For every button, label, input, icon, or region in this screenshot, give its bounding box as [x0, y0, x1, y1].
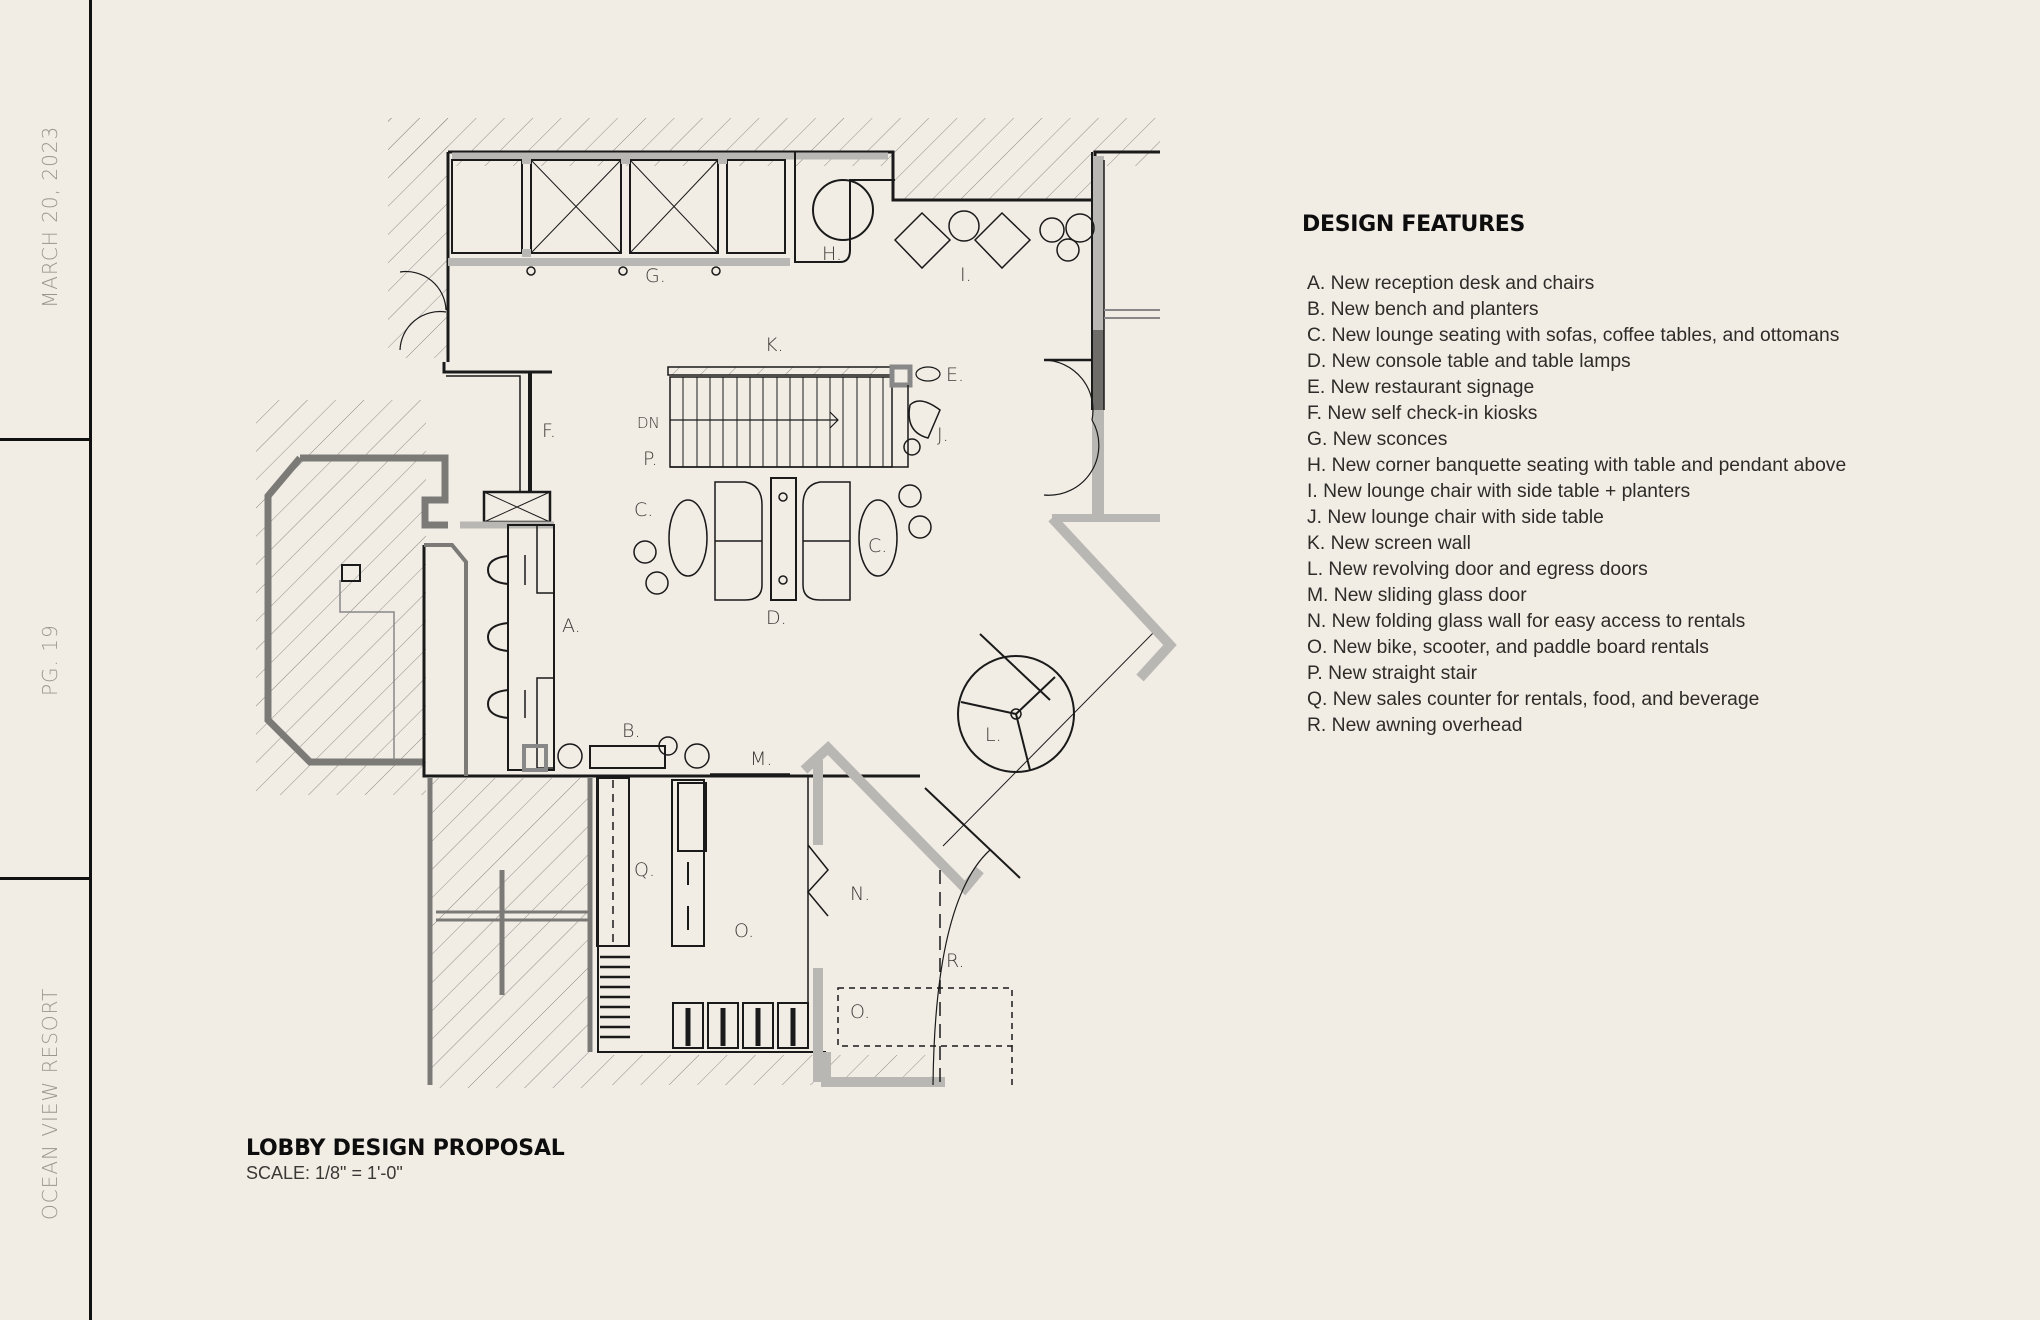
label-B: B. — [622, 720, 640, 742]
drawing-title: LOBBY DESIGN PROPOSAL — [246, 1136, 565, 1161]
label-J: J. — [937, 424, 949, 446]
lounge-furniture — [522, 210, 1095, 772]
feature-item: G. New sconces — [1307, 429, 1448, 450]
feature-item: R. New awning overhead — [1307, 715, 1523, 736]
label-K: K. — [765, 334, 784, 356]
label-E: E. — [946, 364, 964, 386]
label-H: H. — [822, 243, 842, 265]
title-block: LOBBY DESIGN PROPOSAL SCALE: 1/8" = 1'-0… — [246, 1136, 565, 1184]
sidebar-divider — [0, 877, 89, 880]
drawing-scale: SCALE: 1/8" = 1'-0" — [246, 1163, 403, 1183]
feature-item: B. New bench and planters — [1307, 299, 1539, 320]
features-list: A. New reception desk and chairs B. New … — [1302, 271, 1862, 739]
stair-and-screen-wall — [667, 364, 941, 468]
project-name: OCEAN VIEW RESORT — [38, 987, 62, 1220]
feature-item: F. New self check-in kiosks — [1307, 403, 1538, 424]
sidebar: MARCH 20, 2023 PG. 19 OCEAN VIEW RESORT — [0, 0, 92, 1320]
label-C-left: C. — [634, 499, 653, 521]
label-A: A. — [562, 615, 581, 637]
label-F: F. — [542, 420, 556, 442]
feature-item: N. New folding glass wall for easy acces… — [1307, 611, 1746, 632]
feature-item: Q. New sales counter for rentals, food, … — [1307, 689, 1760, 710]
hatched-exterior — [256, 118, 1160, 1088]
walls — [264, 150, 1177, 1087]
label-L: L. — [985, 724, 1002, 746]
sidebar-divider — [0, 438, 89, 441]
label-P: P. — [643, 448, 658, 470]
label-N: N. — [850, 883, 870, 905]
label-I: I. — [960, 264, 972, 286]
feature-item: A. New reception desk and chairs — [1307, 273, 1595, 294]
feature-item: K. New screen wall — [1307, 533, 1471, 554]
label-D: D. — [766, 607, 787, 629]
feature-item: P. New straight stair — [1307, 663, 1478, 684]
label-Q: Q. — [634, 859, 655, 881]
feature-item: I. New lounge chair with side table + pl… — [1307, 481, 1691, 502]
page-number: PG. 19 — [38, 624, 62, 696]
plan-labels: A. B. C. C. D. E. F. G. H. I. J. K. L. M… — [542, 243, 1002, 1023]
feature-item: L. New revolving door and egress doors — [1307, 559, 1648, 580]
design-features-panel: DESIGN FEATURES A. New reception desk an… — [1302, 212, 1862, 739]
feature-item: M. New sliding glass door — [1307, 585, 1527, 606]
label-O-interior: O. — [734, 920, 754, 942]
label-M: M. — [750, 748, 772, 770]
feature-item: O. New bike, scooter, and paddle board r… — [1307, 637, 1709, 658]
feature-item: H. New corner banquette seating with tab… — [1307, 455, 1847, 476]
date-label: MARCH 20, 2023 — [38, 125, 62, 308]
feature-item: D. New console table and table lamps — [1307, 351, 1631, 372]
label-O-exterior: O. — [850, 1001, 870, 1023]
floor-plan: A. B. C. C. D. E. F. G. H. I. J. K. L. M… — [250, 110, 1180, 1100]
label-down: DN — [637, 414, 660, 432]
feature-item: C. New lounge seating with sofas, coffee… — [1307, 325, 1840, 346]
floor-plan-drawing: A. B. C. C. D. E. F. G. H. I. J. K. L. M… — [256, 118, 1177, 1088]
label-C-right: C. — [868, 535, 887, 557]
feature-item: J. New lounge chair with side table — [1307, 507, 1604, 528]
label-R: R. — [946, 950, 965, 972]
feature-item: E. New restaurant signage — [1307, 377, 1535, 398]
features-heading: DESIGN FEATURES — [1302, 212, 1526, 237]
label-G: G. — [645, 265, 666, 287]
